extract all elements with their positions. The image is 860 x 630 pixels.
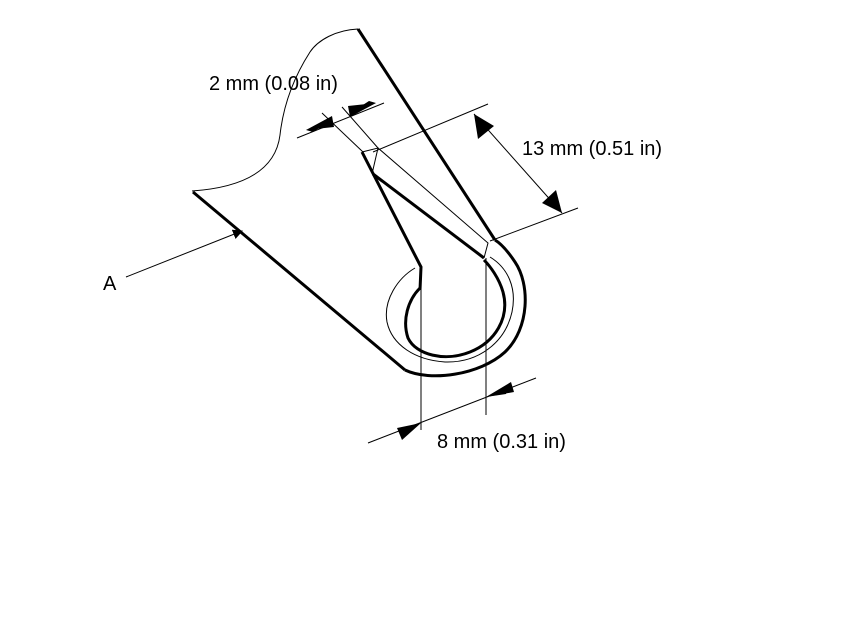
callout-label-a: A	[103, 273, 117, 295]
plate-right-edge	[356, 28, 497, 241]
slot-edge-left	[360, 151, 423, 291]
dimension-label-width: 8 mm (0.31 in)	[437, 431, 566, 453]
extension-line-2mm-b	[341, 106, 379, 149]
dimension-line-13mm	[473, 113, 563, 214]
dimension-label-length: 13 mm (0.51 in)	[522, 138, 662, 160]
dimension-label-gap: 2 mm (0.08 in)	[209, 73, 338, 95]
extension-line-13mm-top	[372, 103, 489, 153]
plate-left-edge	[192, 190, 406, 372]
fold-outer-curve	[404, 238, 527, 378]
arrowhead-8mm-right-fill	[486, 382, 514, 397]
fold-inner-thick	[404, 258, 507, 359]
arrowhead-13mm-bottom	[542, 190, 562, 213]
arrowhead-8mm-left	[397, 423, 421, 440]
extension-line-13mm-bottom	[489, 207, 579, 242]
slot-edge-right	[372, 172, 485, 260]
arrowhead-13mm-top	[474, 114, 494, 139]
arrowhead-2mm-right-fill	[348, 103, 376, 117]
slot-inner-line	[377, 147, 489, 259]
dimension-line-2mm	[296, 102, 385, 139]
break-line	[191, 28, 359, 192]
arrowhead-2mm-left-fill	[306, 116, 334, 130]
callout-a-leader	[125, 229, 243, 278]
fold-inner-thin	[385, 256, 514, 363]
